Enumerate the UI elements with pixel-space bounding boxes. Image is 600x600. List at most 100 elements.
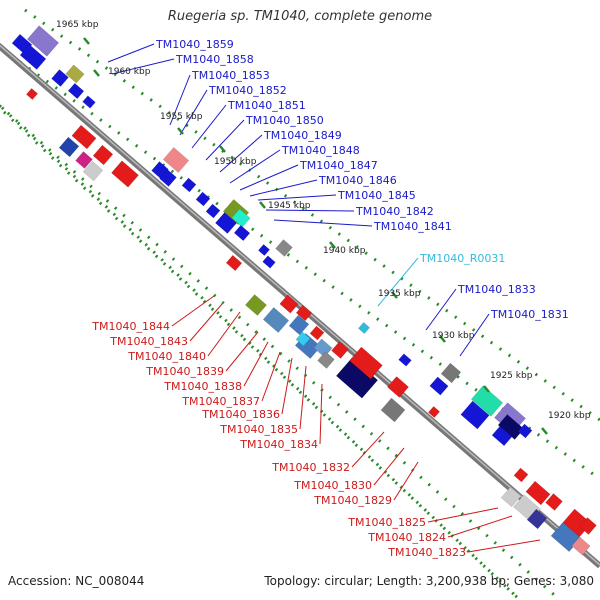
forward-gene-label: TM1040_1833 <box>457 283 536 296</box>
gene-block <box>262 255 276 269</box>
gene-block <box>429 376 449 396</box>
callout-line <box>207 311 241 357</box>
gene-features <box>11 25 597 556</box>
callout-line <box>319 383 323 445</box>
forward-gene-label: TM1040_1845 <box>337 189 416 202</box>
kbp-marker: 1925 kbp <box>490 371 533 381</box>
reverse-gene-label: TM1040_1844 <box>91 320 170 333</box>
forward-gene-label: TM1040_1858 <box>175 53 254 66</box>
kbp-marker: 1945 kbp <box>268 201 311 211</box>
forward-gene-label: TM1040_1853 <box>191 69 270 82</box>
callout-line <box>107 43 155 63</box>
reverse-gene-label: TM1040_1840 <box>127 350 206 363</box>
kbp-tick <box>329 241 336 249</box>
gene-block <box>470 385 504 417</box>
forward-gene-label: TM1040_1847 <box>299 159 378 172</box>
gene-block <box>71 124 97 150</box>
gene-block <box>26 25 60 57</box>
kbp-marker: 1955 kbp <box>160 112 203 122</box>
gene-block <box>380 397 406 423</box>
tick-dot-line <box>0 103 522 600</box>
kbp-tick <box>259 201 266 209</box>
kbp-tick <box>93 69 100 77</box>
callout-line <box>205 119 245 161</box>
gene-block <box>92 144 114 166</box>
callout-line <box>191 104 227 149</box>
kbp-marker: 1950 kbp <box>214 157 257 167</box>
reverse-gene-label: TM1040_1834 <box>239 438 318 451</box>
gene-block <box>67 82 85 100</box>
gene-block <box>295 331 311 347</box>
callout-line <box>447 515 513 538</box>
callout-line <box>225 331 259 372</box>
reverse-gene-label: TM1040_1829 <box>313 494 392 507</box>
gene-block <box>313 338 333 358</box>
callout-line <box>273 219 373 227</box>
kbp-marker: 1960 kbp <box>108 67 151 77</box>
forward-gene-label: TM1040_1850 <box>245 114 324 127</box>
kbp-tick <box>483 385 490 393</box>
gene-block <box>75 151 93 169</box>
gene-block <box>309 325 325 341</box>
gene-block <box>295 304 313 322</box>
gene-block <box>19 44 47 70</box>
reverse-gene-label: TM1040_1839 <box>145 365 224 378</box>
reverse-gene-label: TM1040_1823 <box>387 546 466 559</box>
kbp-marker: 1940 kbp <box>323 246 366 256</box>
gene-block <box>288 314 310 336</box>
callout-line <box>257 194 337 201</box>
tick-dot-line <box>24 8 600 422</box>
callout-line <box>219 134 263 173</box>
gene-block <box>500 486 522 508</box>
gene-block <box>82 160 104 182</box>
gene-block <box>358 322 370 334</box>
kbp-tick <box>177 127 184 135</box>
gene-block <box>51 69 69 87</box>
forward-gene-label: TM1040_1831 <box>490 308 569 321</box>
gene-block <box>545 493 563 511</box>
callout-line <box>261 351 281 402</box>
callout-line <box>229 149 281 184</box>
forward-gene-label: TM1040_1842 <box>355 205 434 218</box>
gene-block <box>233 224 251 242</box>
gene-block <box>517 423 533 439</box>
kbp-tick <box>391 291 398 299</box>
reverse-gene-label: TM1040_1824 <box>367 531 446 544</box>
gene-block <box>491 425 513 447</box>
reverse-gene-label: TM1040_1830 <box>293 479 372 492</box>
callout-line <box>171 295 215 327</box>
map-title: Ruegeria sp. TM1040, complete genome <box>167 9 433 24</box>
callout-line <box>189 303 223 342</box>
callout-line <box>265 209 355 212</box>
callout-line <box>179 89 208 136</box>
gene-block <box>460 400 490 430</box>
callout-line <box>467 539 541 553</box>
gene-block <box>387 376 409 398</box>
tick-dot-line <box>2 110 522 600</box>
gene-block <box>279 294 299 314</box>
forward-gene-label: TM1040_1849 <box>263 129 342 142</box>
kbp-marker: 1935 kbp <box>378 289 421 299</box>
reverse-gene-label: TM1040_1825 <box>347 516 426 529</box>
forward-gene-label: TM1040_1851 <box>227 99 306 112</box>
gene-block <box>181 177 197 193</box>
kbp-tick <box>541 427 548 435</box>
gene-block <box>205 203 221 219</box>
gene-block <box>398 353 412 367</box>
callout-line <box>377 257 419 307</box>
gene-block <box>275 239 293 257</box>
gene-block <box>26 88 38 100</box>
accession-text: Accession: NC_008044 <box>8 574 145 588</box>
callout-line <box>373 447 405 486</box>
tick-dot-tracks <box>0 8 600 600</box>
gene-block <box>428 406 440 418</box>
gene-block <box>349 346 383 380</box>
forward-gene-label: TM1040_1846 <box>318 174 397 187</box>
callout-line <box>169 74 191 126</box>
gene-block <box>159 169 177 187</box>
gene-block <box>111 160 139 188</box>
gene-block <box>571 536 591 556</box>
kbp-tick <box>219 145 226 153</box>
